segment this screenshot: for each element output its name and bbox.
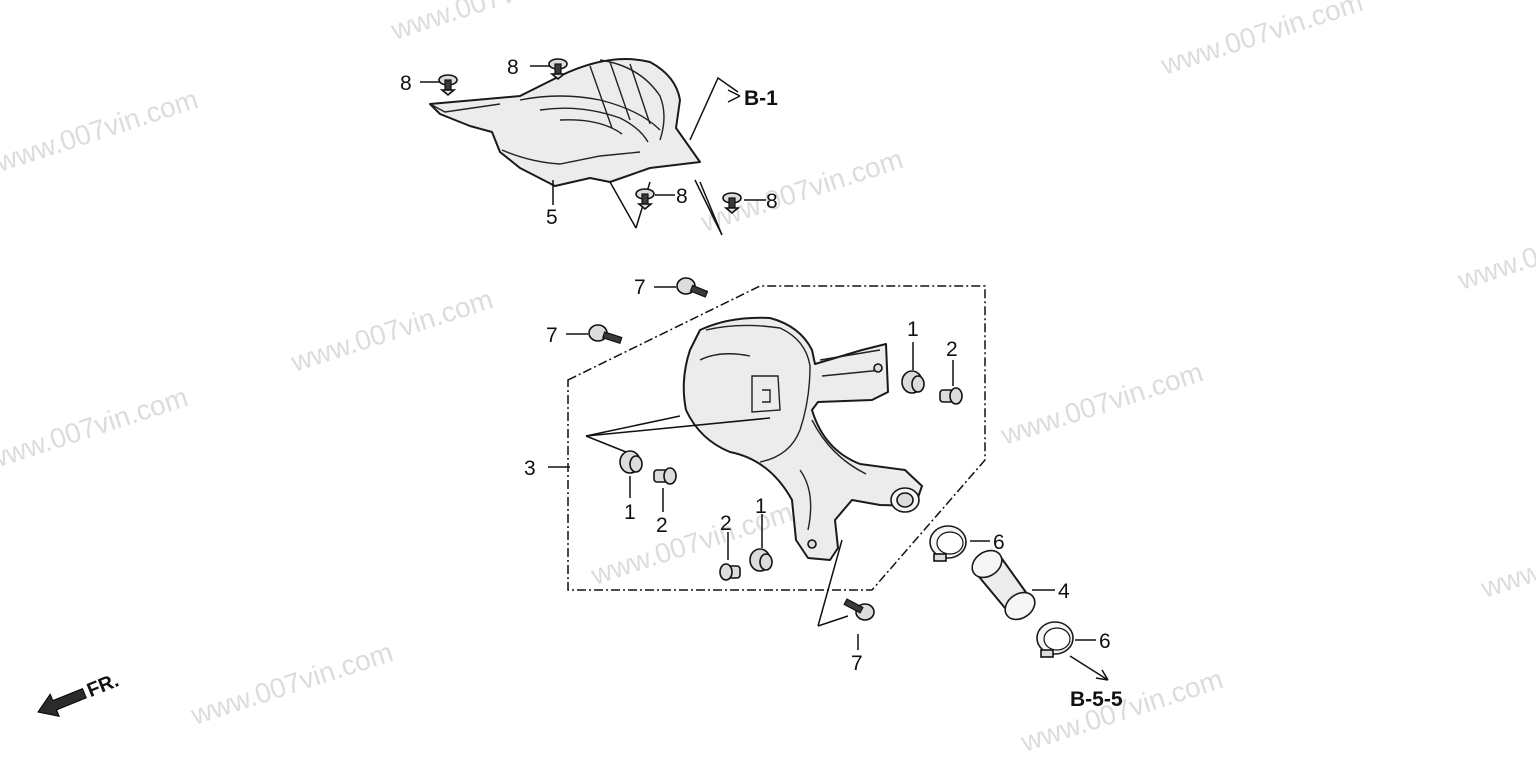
bolt-icon[interactable] bbox=[588, 324, 623, 345]
callout-6: 6 bbox=[993, 531, 1005, 554]
callout-7: 7 bbox=[546, 324, 558, 347]
callout-1: 1 bbox=[907, 318, 919, 341]
watermark-text: www.007vin.com bbox=[696, 143, 906, 238]
rubber-mount-icon[interactable] bbox=[619, 450, 643, 474]
callout-3: 3 bbox=[524, 457, 536, 480]
reference-label[interactable]: B-5-5 bbox=[1070, 688, 1123, 711]
watermark-text: www.007vin.com bbox=[386, 0, 596, 46]
callout-4: 4 bbox=[1058, 580, 1070, 603]
collar-icon[interactable] bbox=[653, 467, 677, 485]
clip-icon[interactable] bbox=[548, 58, 568, 81]
callout-1: 1 bbox=[755, 495, 767, 518]
hose-icon[interactable] bbox=[967, 545, 1040, 625]
callout-8: 8 bbox=[676, 185, 688, 208]
watermark-text: www.007vin.com bbox=[1453, 201, 1536, 296]
callout-2: 2 bbox=[946, 338, 958, 361]
front-direction-label: FR. bbox=[84, 670, 122, 702]
hose-clamp-icon[interactable] bbox=[929, 525, 967, 562]
callout-5: 5 bbox=[546, 206, 558, 229]
bolt-icon[interactable] bbox=[676, 277, 709, 298]
reference-b1[interactable]: B-1 bbox=[727, 87, 778, 110]
watermark-text: www.007vin.com bbox=[1156, 0, 1366, 81]
clip-icon[interactable] bbox=[438, 74, 458, 97]
hose-clamp-icon[interactable] bbox=[1036, 621, 1074, 658]
clip-icon[interactable] bbox=[635, 188, 655, 211]
resonator-part-3[interactable] bbox=[682, 316, 923, 561]
lower-leaders bbox=[548, 286, 1109, 681]
watermark-text: www.007vin.com bbox=[286, 283, 496, 378]
watermark-text: www.007vin.com bbox=[0, 381, 192, 476]
clip-icon[interactable] bbox=[722, 192, 742, 215]
callout-8: 8 bbox=[400, 72, 412, 95]
bolt-icon[interactable] bbox=[843, 598, 875, 621]
watermark-text: www.007vin.com bbox=[1476, 509, 1536, 604]
rubber-mount-icon[interactable] bbox=[901, 370, 925, 394]
callout-6: 6 bbox=[1099, 630, 1111, 653]
callout-2: 2 bbox=[656, 514, 668, 537]
callout-7: 7 bbox=[634, 276, 646, 299]
dashed-group-frame bbox=[567, 285, 986, 591]
callout-7: 7 bbox=[851, 652, 863, 675]
watermark-text: www.007vin.com bbox=[996, 356, 1206, 451]
collar-icon[interactable] bbox=[719, 563, 741, 581]
callout-8: 8 bbox=[766, 190, 778, 213]
watermark-text: www.007vin.com bbox=[186, 636, 396, 731]
callout-8: 8 bbox=[507, 56, 519, 79]
callout-1: 1 bbox=[624, 501, 636, 524]
reference-label[interactable]: B-1 bbox=[744, 87, 778, 110]
collar-icon[interactable] bbox=[939, 387, 963, 405]
callout-2: 2 bbox=[720, 512, 732, 535]
air-duct-part-5[interactable] bbox=[429, 58, 701, 187]
front-direction-arrow-icon: FR. bbox=[37, 670, 122, 718]
watermark-text: www.007vin.com bbox=[0, 83, 202, 178]
rubber-mount-icon[interactable] bbox=[749, 548, 773, 572]
